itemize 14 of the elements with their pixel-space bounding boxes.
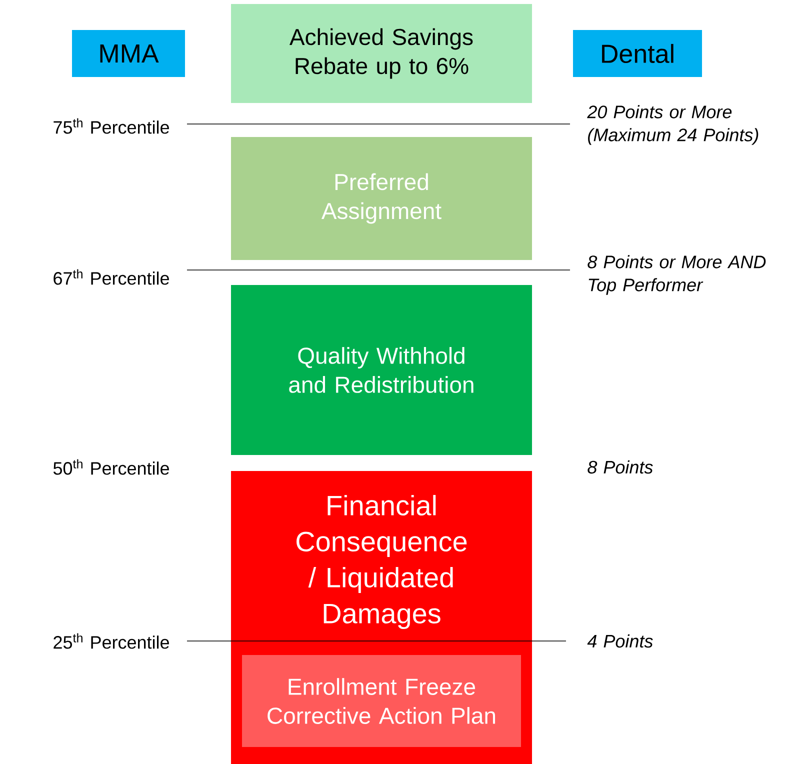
- points-label: 4 Points: [587, 634, 653, 648]
- points-label: 8 Points: [588, 460, 653, 474]
- header-box: MMA: [72, 30, 185, 77]
- percentile-label: 75$^{th}$ Percentile: [54, 118, 169, 134]
- points-label: 8 Points or More AND Top Performer: [588, 255, 766, 295]
- percentile-label: 25$^{th}$ Percentile: [54, 633, 169, 649]
- tier-box: Preferred Assignment: [231, 137, 532, 260]
- tier-box: Quality Withhold and Redistribution: [231, 285, 532, 455]
- percentile-label: 67$^{th}$ Percentile: [54, 269, 169, 285]
- points-label: 20 Points or More (Maximum 24 Points): [587, 105, 758, 145]
- percentile-label: 50$^{th}$ Percentile: [53, 459, 169, 475]
- inner-box: Enrollment Freeze Corrective Action Plan: [242, 655, 521, 747]
- tier-box: Achieved Savings Rebate up to 6%: [231, 4, 532, 103]
- header-box: Dental: [573, 30, 702, 77]
